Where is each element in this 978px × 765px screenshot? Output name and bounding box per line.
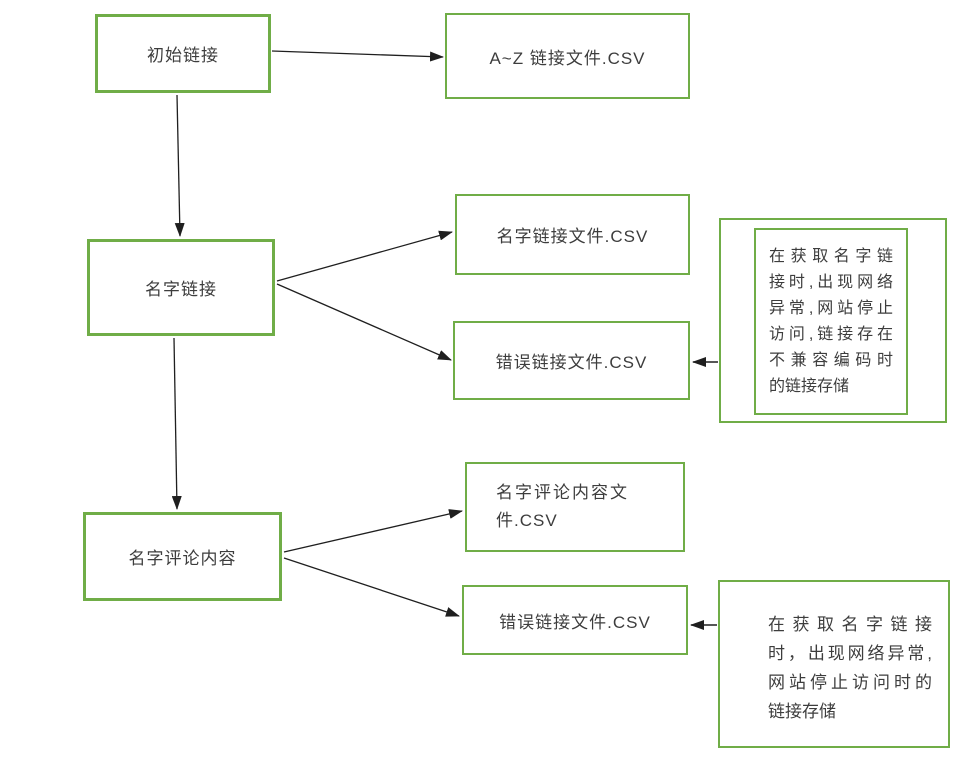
- arrow-name-link-to-comments: [171, 337, 182, 510]
- note-mid-text: 在获取名字链接时,出现网络异常,网站停止访问,链接存在不兼容编码时的链接存储: [769, 247, 893, 395]
- node-name-link: 名字链接: [87, 239, 275, 336]
- node-error-link-file-mid: 错误链接文件.CSV: [453, 321, 690, 400]
- node-error-link-file-mid-label: 错误链接文件.CSV: [495, 353, 648, 372]
- node-az-link-file-label: A~Z 链接文件.CSV: [489, 48, 646, 68]
- node-name-link-file: 名字链接文件.CSV: [455, 194, 690, 275]
- arrow-initial-to-az-file: [271, 50, 444, 62]
- node-error-link-file-bottom-label: 错误链接文件.CSV: [499, 612, 651, 632]
- node-comments-file: 名字评论内容文件.CSV: [465, 462, 685, 552]
- arrow-initial-to-name-link: [174, 94, 185, 237]
- note-mid-inner: 在获取名字链接时,出现网络异常,网站停止访问,链接存在不兼容编码时的链接存储: [754, 228, 908, 415]
- node-name-link-file-label: 名字链接文件.CSV: [496, 227, 649, 246]
- arrow-name-link-to-name-link-file: [276, 230, 453, 282]
- node-name-comments-label: 名字评论内容: [128, 549, 237, 568]
- arrow-comments-to-error-file-bottom: [283, 557, 460, 617]
- node-initial-link-label: 初始链接: [147, 46, 219, 65]
- node-error-link-file-bottom: 错误链接文件.CSV: [462, 585, 688, 655]
- node-initial-link: 初始链接: [95, 14, 271, 93]
- node-comments-file-label: 名字评论内容文件.CSV: [496, 483, 628, 530]
- node-name-comments: 名字评论内容: [83, 512, 282, 601]
- note-bottom: 在获取名字链接时，出现网络异常,网站停止访问时的链接存储: [718, 580, 950, 748]
- note-mid-outer: 在获取名字链接时,出现网络异常,网站停止访问,链接存在不兼容编码时的链接存储: [719, 218, 947, 423]
- node-name-link-label: 名字链接: [145, 280, 217, 299]
- node-az-link-file: A~Z 链接文件.CSV: [445, 13, 690, 99]
- arrow-comments-to-comments-file: [283, 509, 463, 553]
- arrow-name-link-to-error-file-mid: [276, 283, 452, 361]
- note-bottom-text: 在获取名字链接时，出现网络异常,网站停止访问时的链接存储: [768, 615, 932, 721]
